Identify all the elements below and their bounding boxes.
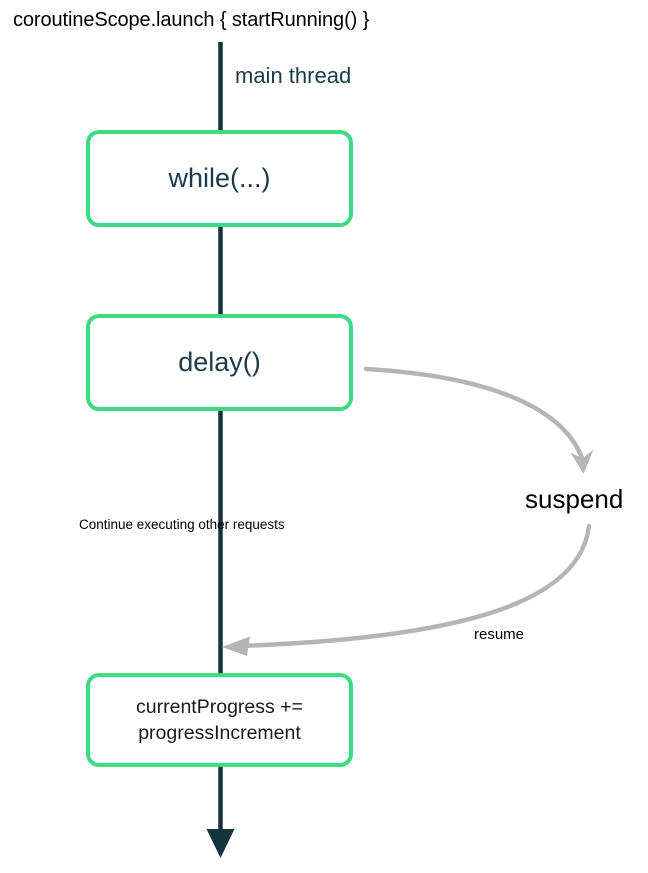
suspend-arrow-path [363,366,585,461]
suspend-arrowhead [570,449,594,474]
node-current-progress[interactable]: currentProgress += progressIncrement [86,673,353,767]
resume-label: resume [474,626,525,643]
main-thread-label: main thread [235,63,352,88]
resume-arrow-path [235,523,592,649]
node-current-progress-label: currentProgress += progressIncrement [136,694,303,747]
node-while-label: while(...) [168,163,271,193]
main-thread-arrowhead [206,829,235,858]
suspend-label: suspend [525,484,624,514]
node-delay-label: delay() [178,347,261,377]
resume-arrowhead [222,636,250,656]
continue-executing-note: Continue executing other requests [79,517,285,532]
page-title: coroutineScope.launch { startRunning() } [13,9,370,31]
node-delay[interactable]: delay() [86,314,353,411]
node-current-progress-line1: currentProgress += [136,695,303,718]
node-current-progress-line2: progressIncrement [138,722,301,744]
node-while[interactable]: while(...) [86,130,353,227]
